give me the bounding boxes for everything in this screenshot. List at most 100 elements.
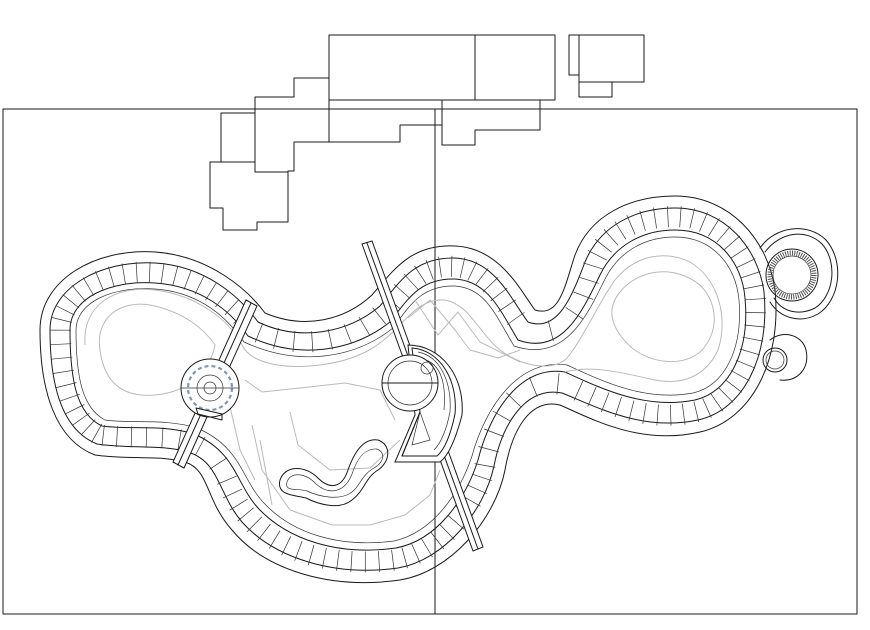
coping-tile-joint: [350, 551, 353, 573]
coping-tile-joint: [614, 221, 627, 240]
coping-tile-joint: [506, 392, 522, 408]
coping-tile-joint: [62, 294, 80, 309]
coping-tile-joint: [628, 400, 635, 422]
coping-tile-joint: [439, 524, 455, 540]
coping-tile-joint: [614, 396, 622, 418]
left-round-feature: [180, 358, 240, 421]
coping-tile-joint: [71, 285, 86, 302]
coping-tile-joint: [121, 263, 126, 285]
coping-tile-joint: [679, 206, 682, 228]
coping-tile-joint: [91, 423, 103, 443]
coping-tile-joint: [730, 370, 750, 382]
bean-island: [279, 439, 389, 507]
house-footprint: [209, 34, 556, 231]
coping-tile-joint: [237, 507, 254, 522]
coping-tile-joint: [53, 369, 75, 374]
coping-tile-joint: [215, 290, 229, 308]
coping-tile-joint: [626, 215, 636, 235]
coping-tile-joint: [194, 436, 206, 456]
coping-tile-joint: [529, 377, 538, 397]
coping-tile-joint: [246, 516, 263, 532]
coping-tile-joint: [594, 238, 612, 253]
coping-tile-joint: [161, 427, 164, 449]
coping-tile-joint: [95, 271, 104, 291]
coping-tile-joint: [742, 336, 764, 342]
spa-small: [762, 334, 808, 381]
coping-tile-joint: [507, 312, 525, 325]
coping-tile-joint: [459, 257, 466, 278]
coping-tile-joint: [653, 207, 657, 229]
coping-tile-joint: [693, 401, 700, 423]
coping-tile-joint: [573, 291, 594, 300]
coping-tile-joint: [135, 261, 138, 283]
coping-tile-joint: [582, 262, 604, 270]
coping-tile-joint: [718, 387, 734, 403]
coping-tile-joint: [268, 530, 281, 549]
coping-tile-joint: [716, 226, 731, 243]
coping-tile-joint: [587, 250, 607, 261]
coping-tile-joint: [321, 547, 327, 569]
coping-tile-joint: [336, 549, 340, 571]
coping-tile-joint: [281, 536, 292, 556]
coping-tile-joint: [108, 266, 115, 287]
coping-tile-joint: [101, 424, 105, 446]
coping-tile-joint: [55, 305, 75, 316]
coping-tile-joint: [438, 256, 442, 278]
coping-tile-joint: [467, 484, 488, 495]
coping-tile-joint: [391, 549, 395, 571]
coping-tile-joint: [59, 393, 81, 402]
coping-tile-joint: [587, 387, 597, 407]
coping-tile-joint: [72, 412, 90, 426]
coping-tile-joint: [578, 276, 599, 284]
coping-tile-joint: [739, 348, 760, 356]
coping-tile-joints: [49, 206, 767, 573]
coping-tile-joint: [393, 284, 411, 299]
coping-tile-joint: [378, 551, 381, 573]
coping-tile-joint: [724, 235, 741, 250]
coping-tile-joint: [656, 404, 659, 426]
coping-tile-joint: [556, 373, 560, 395]
coping-tile-joint: [743, 284, 765, 290]
coping-tile-joint: [148, 261, 151, 283]
coping-tile-joint: [740, 271, 761, 279]
coping-tile-joint: [689, 208, 695, 229]
coping-tile-joint: [603, 229, 619, 246]
coping-tile-joint: [414, 265, 427, 284]
coping-tile-joint: [254, 322, 264, 343]
coping-tile-joint: [547, 320, 554, 341]
coping-tile-joint: [681, 403, 686, 425]
coping-tile-joint: [80, 419, 96, 436]
central-fan-steps: [381, 344, 463, 463]
coping-tile-joint: [471, 473, 493, 482]
coping-tile-joint: [358, 316, 370, 336]
coping-tile-joint: [744, 324, 766, 328]
coping-tile-joint: [116, 426, 118, 448]
coping-tile-joint: [708, 218, 720, 237]
coping-tile-joint: [222, 488, 243, 499]
coping-tile-joint: [224, 299, 240, 316]
coping-tile-joint: [56, 382, 77, 388]
coping-tile-joint: [667, 206, 669, 228]
coping-tile-joint: [699, 212, 708, 232]
coping-tile-joint: [430, 532, 445, 550]
garage-footprint: [568, 34, 645, 98]
coping-tile-joint: [467, 261, 478, 281]
coping-tile-joint: [724, 379, 743, 393]
coping-tile-joint: [51, 317, 72, 323]
coping-tile-joint: [177, 429, 182, 451]
coping-tile-joint: [475, 268, 489, 286]
coping-tile-joint: [451, 255, 453, 277]
coping-tile-joint: [273, 328, 279, 349]
coping-tile-joint: [229, 498, 248, 511]
coping-tile-joint: [209, 457, 228, 470]
coping-tile-joint: [372, 307, 387, 325]
spa-large: [759, 228, 839, 320]
coping-tile-joint: [307, 544, 315, 566]
coping-tile-joint: [483, 428, 504, 437]
coping-tile-joint: [401, 547, 408, 569]
coping-tile-joint: [565, 307, 584, 320]
coping-tile-joint: [217, 475, 237, 485]
coping-tile-joint: [51, 356, 73, 360]
coping-tile-joint: [735, 359, 756, 369]
coping-tile-joint: [492, 410, 512, 422]
